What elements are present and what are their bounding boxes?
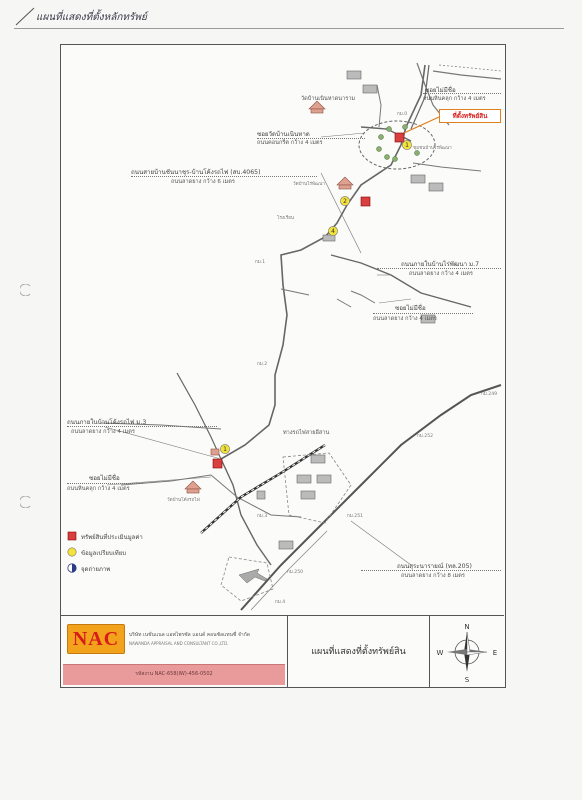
road-main bbox=[220, 64, 426, 460]
legend-label: ทรัพย์สินที่ประเมินมูลค่า bbox=[81, 534, 143, 541]
leader-rule bbox=[131, 176, 317, 177]
temple-icon bbox=[336, 176, 354, 186]
label-road-ban-rai: ถนนภายในบ้านไร่พัฒนา ม.7 bbox=[401, 261, 480, 268]
label-road-4065-desc: ถนนลาดยาง กว้าง 6 เมตร bbox=[171, 179, 235, 185]
leader-rule bbox=[67, 426, 217, 427]
label-road-205-desc: ถนนลาดยาง กว้าง 8 เมตร bbox=[401, 573, 465, 579]
leader-rule bbox=[361, 570, 501, 571]
header-slash-mark bbox=[15, 7, 35, 26]
km-marker: กม.2 bbox=[257, 362, 268, 367]
leader-rule bbox=[257, 138, 365, 139]
railway-line bbox=[200, 443, 326, 534]
svg-text:1: 1 bbox=[405, 142, 409, 149]
company-name-th: บริษัท เนชั่นแนล แอพไพรซัล แอนด์ คอนซัลแ… bbox=[129, 632, 250, 638]
property-marker-icon bbox=[394, 132, 405, 143]
km-marker: กม.0 bbox=[397, 112, 408, 117]
company-block: NAC บริษัท เนชั่นแนล แอพไพรซัล แอนด์ คอน… bbox=[63, 618, 285, 662]
svg-text:1: 1 bbox=[223, 446, 227, 453]
label-road-khong-rot-fai: ถนนภายในบ้านโค้งรถไฟ ม.3 bbox=[67, 419, 147, 426]
map-legend: ทรัพย์สินที่ประเมินมูลค่า ข้อมูลเปรียบเท… bbox=[67, 531, 217, 611]
map-frame: 1 2 4 1 ซอยไม่มีชื bbox=[60, 44, 506, 688]
job-number-bar: รหัสงาน NAC-658(IW)-456-0502 bbox=[63, 664, 285, 685]
km-marker: กม.4 bbox=[275, 600, 286, 605]
label-road-khong-rot-fai-desc: ถนนลาดยาง กว้าง 4 เมตร bbox=[71, 429, 135, 435]
comparable-marker-4 bbox=[328, 226, 338, 236]
temple-icon bbox=[184, 480, 202, 490]
label-road-no-name-ne: ซอยไม่มีชื่อ bbox=[425, 87, 456, 94]
compass-north: N bbox=[464, 623, 469, 631]
label-road-4065: ถนนสายบ้านชันนาชุร-บ้านโค้งรถไฟ (สบ.4065… bbox=[131, 169, 261, 176]
label-road-ban-rai-desc: ถนนลาดยาง กว้าง 4 เมตร bbox=[409, 271, 473, 277]
label-road-no-name-mid: ซอยไม่มีชื่อ bbox=[395, 305, 426, 312]
km-marker: กม.3 bbox=[257, 514, 268, 519]
punch-hole-top bbox=[20, 284, 31, 296]
company-name-en: NAWANDA APPRAISAL AND CONSULTANT CO.,LTD… bbox=[129, 641, 229, 646]
road-khong-rot-fai bbox=[176, 372, 222, 460]
leader-rule bbox=[373, 313, 473, 314]
label-railway: ทางรถไฟสายอีสาน bbox=[283, 430, 330, 436]
label-community: ชุมชนบ้านไร่พัฒนา bbox=[413, 146, 452, 151]
comparable-circle-icon bbox=[67, 547, 77, 557]
km-marker: กม.251 bbox=[347, 514, 364, 519]
compass-west: W bbox=[437, 649, 444, 657]
comparable-marker-1b bbox=[220, 444, 230, 454]
camera-view-icon bbox=[67, 563, 77, 573]
footer-title: แผนที่แสดงที่ตั้งทรัพย์สิน bbox=[311, 647, 406, 657]
leader-rule bbox=[377, 268, 501, 269]
comparable-marker-1 bbox=[402, 140, 412, 150]
property-square-icon bbox=[67, 531, 77, 541]
leader-rule bbox=[67, 483, 143, 484]
label-school: โรงเรียน bbox=[277, 216, 295, 221]
label-road-205: ถนนสุระนารายณ์ (ทล.205) bbox=[397, 563, 472, 570]
punch-hole-bottom bbox=[20, 496, 31, 508]
compass-cell: N S E W bbox=[431, 616, 504, 687]
airplane-icon bbox=[238, 568, 268, 584]
svg-text:2: 2 bbox=[343, 198, 347, 205]
map-footer: NAC บริษัท เนชั่นแนล แอพไพรซัล แอนด์ คอน… bbox=[61, 615, 504, 687]
km-marker: กม.1 bbox=[255, 260, 266, 265]
building-cluster bbox=[256, 70, 444, 550]
compass-south: S bbox=[465, 676, 470, 684]
job-number: รหัสงาน NAC-658(IW)-456-0502 bbox=[135, 671, 213, 677]
label-road-no-name-w: ซอยไม่มีชื่อ bbox=[89, 475, 120, 482]
km-marker: กม.250 bbox=[287, 570, 304, 575]
tree-cluster bbox=[376, 124, 420, 162]
legend-label: ข้อมูลเปรียบเทียบ bbox=[81, 550, 127, 557]
property-area bbox=[358, 120, 436, 170]
km-marker: กม.252 bbox=[417, 434, 434, 439]
compass-rose-icon: N S E W bbox=[437, 623, 498, 684]
footer-title-cell: แผนที่แสดงที่ตั้งทรัพย์สิน bbox=[287, 616, 430, 687]
label-wat-sw: วัดบ้านโค้งรถไฟ bbox=[167, 498, 200, 503]
label-road-wat-ban-noen-desc: ถนนคอนกรีต กว้าง 4 เมตร bbox=[257, 140, 323, 146]
compass-east: E bbox=[493, 649, 497, 657]
km-marker: กม.249 bbox=[481, 392, 498, 397]
label-road-no-name-ne-desc: ถนนหินคลุก กว้าง 4 เมตร bbox=[423, 96, 486, 102]
label-wat-ban-noen: วัดบ้านเนินหาดนาราม bbox=[301, 96, 356, 102]
comparable-marker-2 bbox=[340, 196, 350, 206]
property-callout: ที่ตั้งทรัพย์สิน bbox=[439, 109, 501, 123]
svg-text:4: 4 bbox=[331, 228, 335, 235]
page-title: แผนที่แสดงที่ตั้งหลักทรัพย์ bbox=[36, 12, 147, 23]
company-logo: NAC bbox=[67, 624, 125, 654]
label-wat-mid: วัดบ้านไร่พัฒนา bbox=[293, 182, 325, 187]
label-road-no-name-mid-desc: ถนนลาดยาง กว้าง 4 เมตร bbox=[373, 316, 437, 322]
legend-label: จุดถ่ายภาพ bbox=[81, 566, 111, 573]
header-divider bbox=[14, 28, 564, 29]
road-highway-205 bbox=[240, 384, 502, 611]
label-road-wat-ban-noen: ซอยวัดบ้านเนินหาด bbox=[257, 131, 310, 138]
label-road-no-name-w-desc: ถนนหินคลุก กว้าง 4 เมตร bbox=[67, 486, 130, 492]
leader-rule bbox=[423, 93, 501, 94]
location-map: 1 2 4 1 ซอยไม่มีชื bbox=[61, 45, 504, 615]
